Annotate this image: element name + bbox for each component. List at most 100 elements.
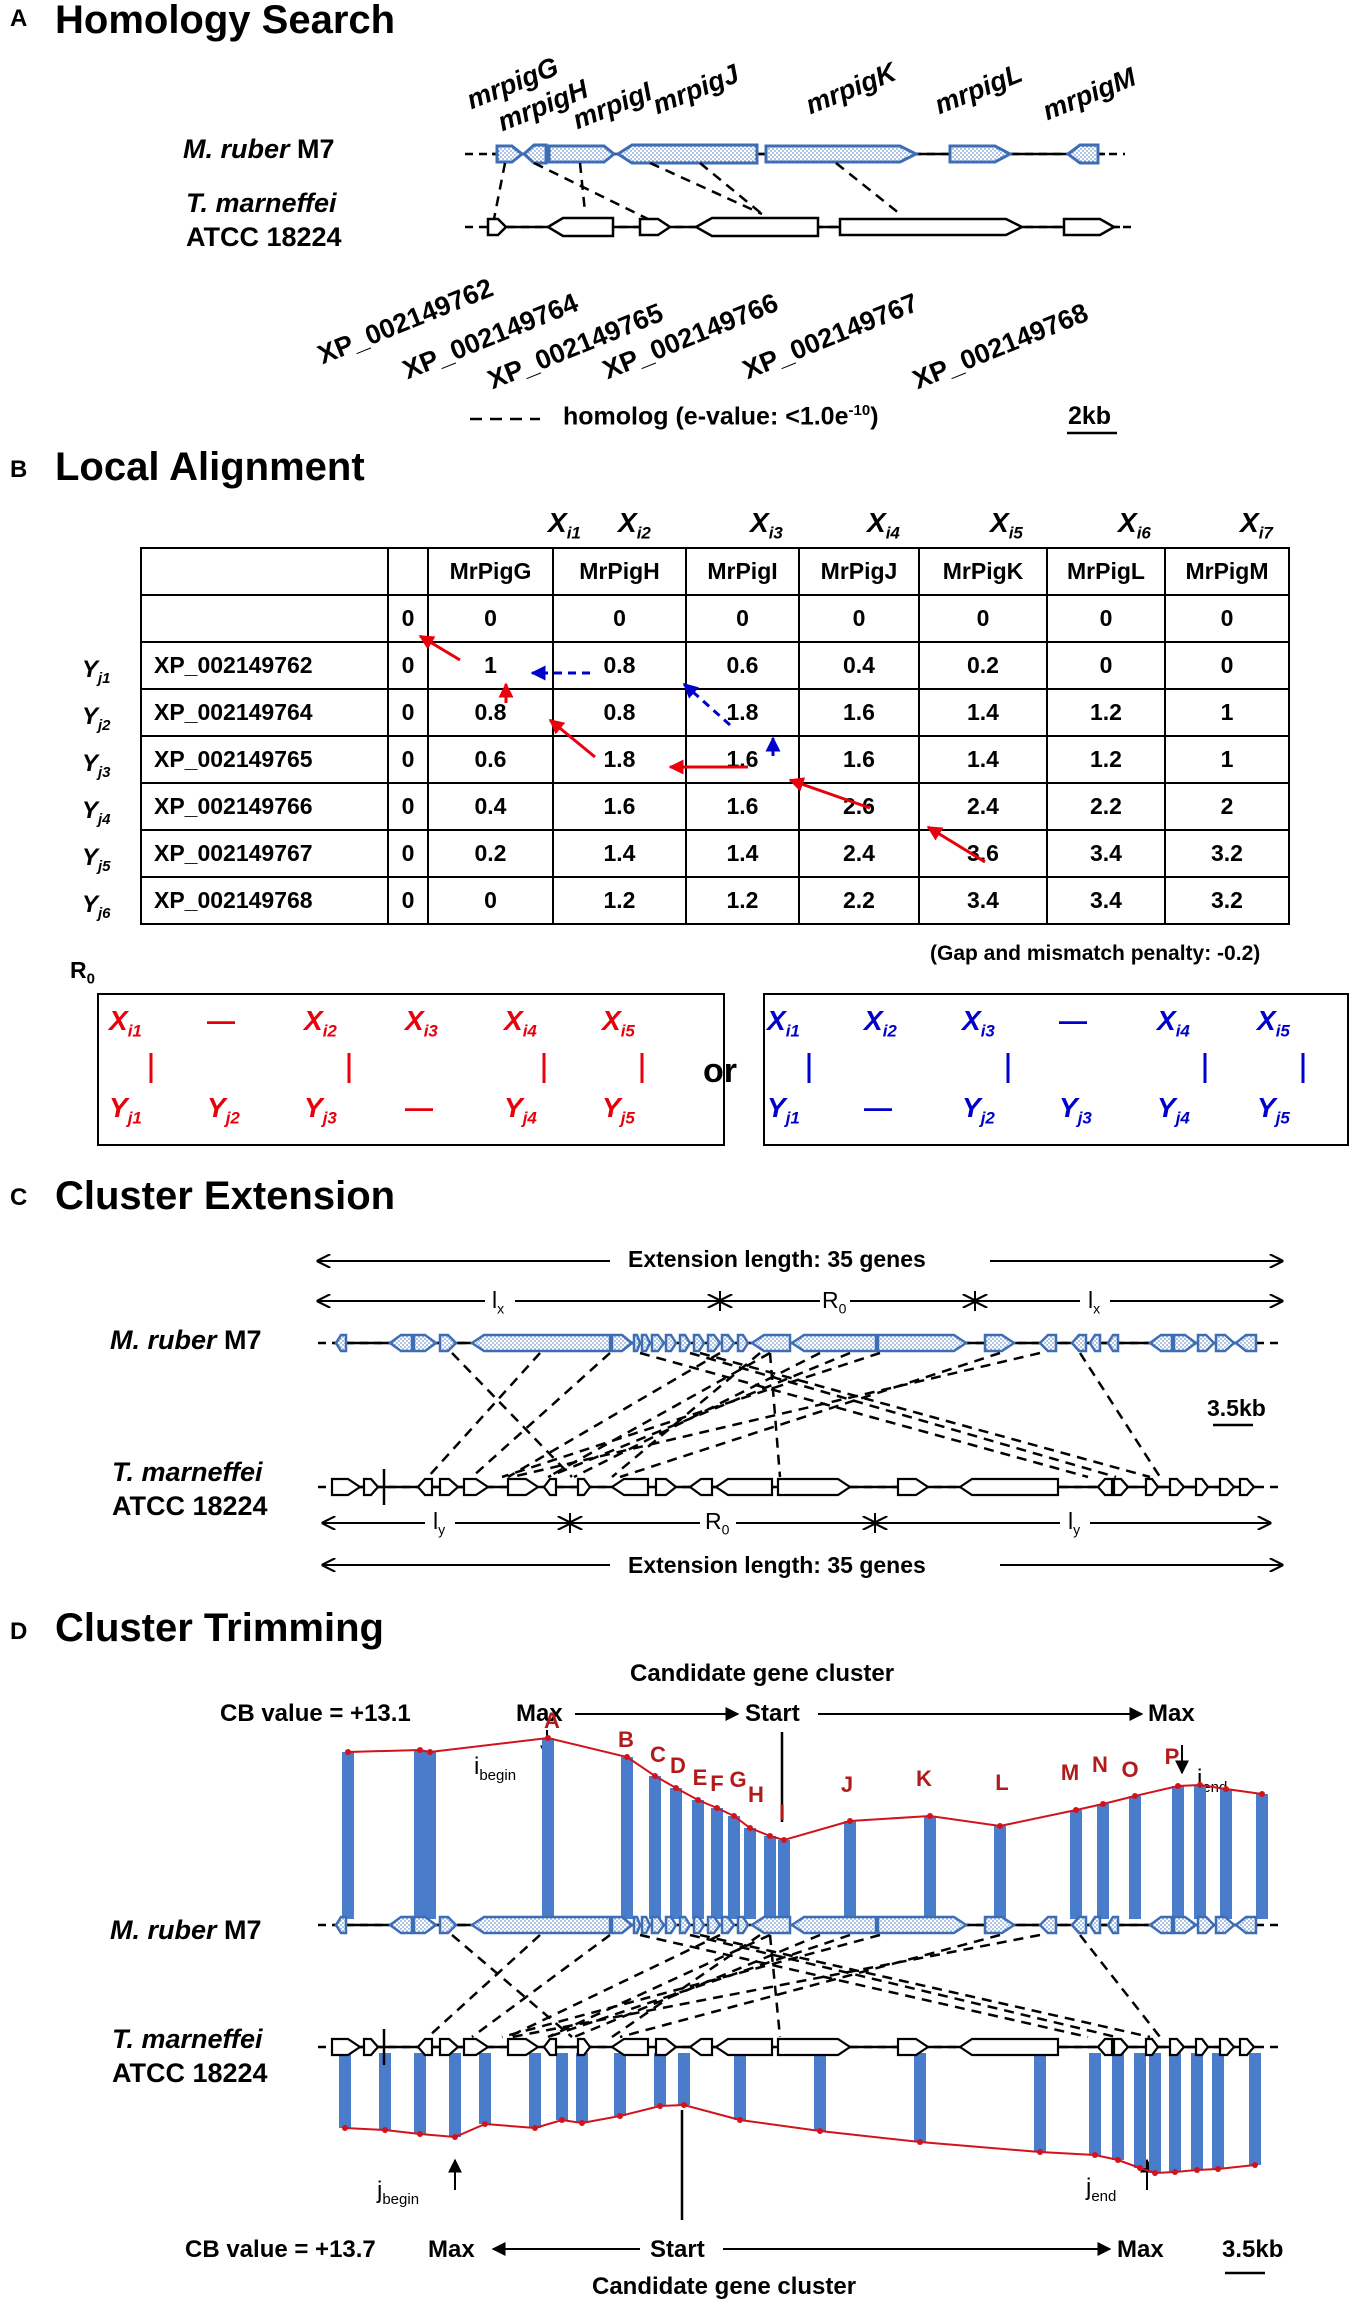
cb-letter: M bbox=[1061, 1760, 1079, 1785]
tm-gene-d bbox=[438, 2037, 460, 2057]
cb-dot bbox=[681, 2102, 687, 2108]
cb-letter: J bbox=[841, 1772, 853, 1797]
cb-bar bbox=[924, 1816, 936, 1919]
blue-top-term-4: Xi4 bbox=[1157, 1005, 1190, 1041]
red-top-term-5: Xi5 bbox=[602, 1005, 635, 1041]
y-header-3: Yj3 bbox=[82, 750, 111, 781]
cb-bar bbox=[576, 2053, 588, 2123]
tm-gene-c bbox=[896, 1477, 930, 1497]
tm-gene-d bbox=[776, 2037, 852, 2057]
red-top-term-3: Xi3 bbox=[405, 1005, 438, 1041]
y-header-5: Yj5 bbox=[82, 844, 111, 875]
ruber-gene-d bbox=[1088, 1915, 1102, 1935]
max-bottom-left: Max bbox=[428, 2236, 475, 2263]
blue-top-term-3: — bbox=[1059, 1005, 1087, 1036]
ruber-gene-d bbox=[412, 1915, 439, 1935]
red-bottom-term-3: — bbox=[405, 1092, 433, 1123]
cb-dot bbox=[345, 1749, 351, 1755]
cb-dot bbox=[482, 2121, 488, 2127]
cb-bar bbox=[1089, 2053, 1101, 2155]
ruber-gene-c bbox=[983, 1333, 1017, 1353]
blue-bottom-term-5: Yj5 bbox=[1257, 1092, 1290, 1128]
cb-line-top bbox=[347, 1736, 1263, 1842]
cb-bar bbox=[814, 2053, 826, 2131]
gene-xp762 bbox=[486, 217, 508, 237]
cb-letter: C bbox=[650, 1742, 666, 1767]
tm-gene-d bbox=[330, 2037, 362, 2057]
cb-bar bbox=[1149, 2053, 1161, 2173]
legend-main: homolog (e-value: <1.0e bbox=[563, 402, 849, 431]
blue-bottom-term-4: Yj4 bbox=[1157, 1092, 1190, 1128]
cb-bar bbox=[914, 2053, 926, 2142]
blue-top-term-5: Xi5 bbox=[1257, 1005, 1290, 1041]
cb-bar bbox=[649, 1776, 661, 1919]
cb-letter: P bbox=[1165, 1744, 1180, 1769]
cb-bar bbox=[734, 2053, 746, 2120]
cb-dot bbox=[1152, 2170, 1158, 2176]
cb-dot bbox=[847, 1818, 853, 1824]
scale-c: 3.5kb bbox=[1207, 1395, 1266, 1421]
ruber-gene-c bbox=[1196, 1333, 1216, 1353]
panel-c-gene-map bbox=[0, 1247, 1355, 1535]
cb-bar bbox=[744, 1828, 756, 1919]
tm-gene-c bbox=[438, 1477, 460, 1497]
tm-gene-c bbox=[776, 1477, 852, 1497]
ruber-gene-c bbox=[650, 1333, 666, 1353]
blue-bottom-term-2: Yj2 bbox=[962, 1092, 995, 1128]
ruber-gene-d bbox=[1233, 1915, 1258, 1935]
penalty-note: (Gap and mismatch penalty: -0.2) bbox=[930, 942, 1261, 965]
gene-mrpigM bbox=[1065, 143, 1100, 165]
x-header-2: Xi2 bbox=[618, 507, 651, 543]
gene-mrpigL bbox=[948, 144, 1014, 164]
ruber-gene-c bbox=[1038, 1333, 1058, 1353]
cb-dot bbox=[427, 1749, 433, 1755]
ruber-gene-d bbox=[1214, 1915, 1236, 1935]
cb-dot bbox=[781, 1837, 787, 1843]
tm-gene-c bbox=[654, 1477, 678, 1497]
panel-a-title: Homology Search bbox=[55, 0, 396, 42]
gene-mrpigK bbox=[764, 144, 920, 164]
tm-gene-c bbox=[610, 1477, 650, 1497]
homolog-links-c bbox=[427, 1351, 1162, 1479]
blue-top-term-1: Xi2 bbox=[864, 1005, 897, 1041]
ext-label-top: Extension length: 35 genes bbox=[628, 1246, 926, 1272]
cb-dot bbox=[1115, 2157, 1121, 2163]
tm-gene-c bbox=[1112, 1477, 1130, 1497]
ruber-gene-c bbox=[412, 1333, 439, 1353]
cb-bar bbox=[778, 1840, 790, 1919]
tm-gene-d bbox=[1238, 2037, 1256, 2057]
tm-gene-d bbox=[576, 2037, 592, 2057]
tm-gene-c bbox=[362, 1477, 380, 1497]
tm-gene-d bbox=[654, 2037, 678, 2057]
tm-gene-d bbox=[958, 2037, 1060, 2057]
ruber-gene-d bbox=[720, 1915, 736, 1935]
alignment-table: MrPigG MrPigH MrPigI MrPigJ MrPigK MrPig… bbox=[140, 547, 1290, 925]
cb-bar bbox=[844, 1821, 856, 1919]
cb-letter: I bbox=[779, 1800, 785, 1825]
cb-dot bbox=[1223, 1786, 1229, 1792]
lx-label-right: lx bbox=[1088, 1287, 1101, 1317]
table-header-row: MrPigG MrPigH MrPigI MrPigJ MrPigK MrPig… bbox=[140, 547, 1290, 596]
legend-exp: -10 bbox=[848, 402, 871, 419]
cb-dot bbox=[714, 1805, 720, 1811]
gene-mrpigH bbox=[521, 143, 548, 165]
or-label: or bbox=[703, 1052, 737, 1090]
cb-dot bbox=[579, 2120, 585, 2126]
x-header-7: Xi7 bbox=[1240, 507, 1273, 543]
scale-d: 3.5kb bbox=[1222, 2236, 1284, 2263]
ruber-gene-c bbox=[1147, 1333, 1174, 1353]
cb-dot bbox=[1252, 2162, 1258, 2168]
cb-dot bbox=[417, 1747, 423, 1753]
ruber-gene-c bbox=[1070, 1333, 1088, 1353]
r0-label-bottom: R0 bbox=[705, 1508, 730, 1538]
cb-letter: A bbox=[544, 1708, 560, 1733]
max-top-left: Max bbox=[516, 1700, 563, 1727]
ruber-gene-c bbox=[1214, 1333, 1236, 1353]
cb-dot bbox=[767, 1833, 773, 1839]
cb-dot bbox=[1259, 1791, 1265, 1797]
gene-xp765 bbox=[638, 217, 673, 237]
